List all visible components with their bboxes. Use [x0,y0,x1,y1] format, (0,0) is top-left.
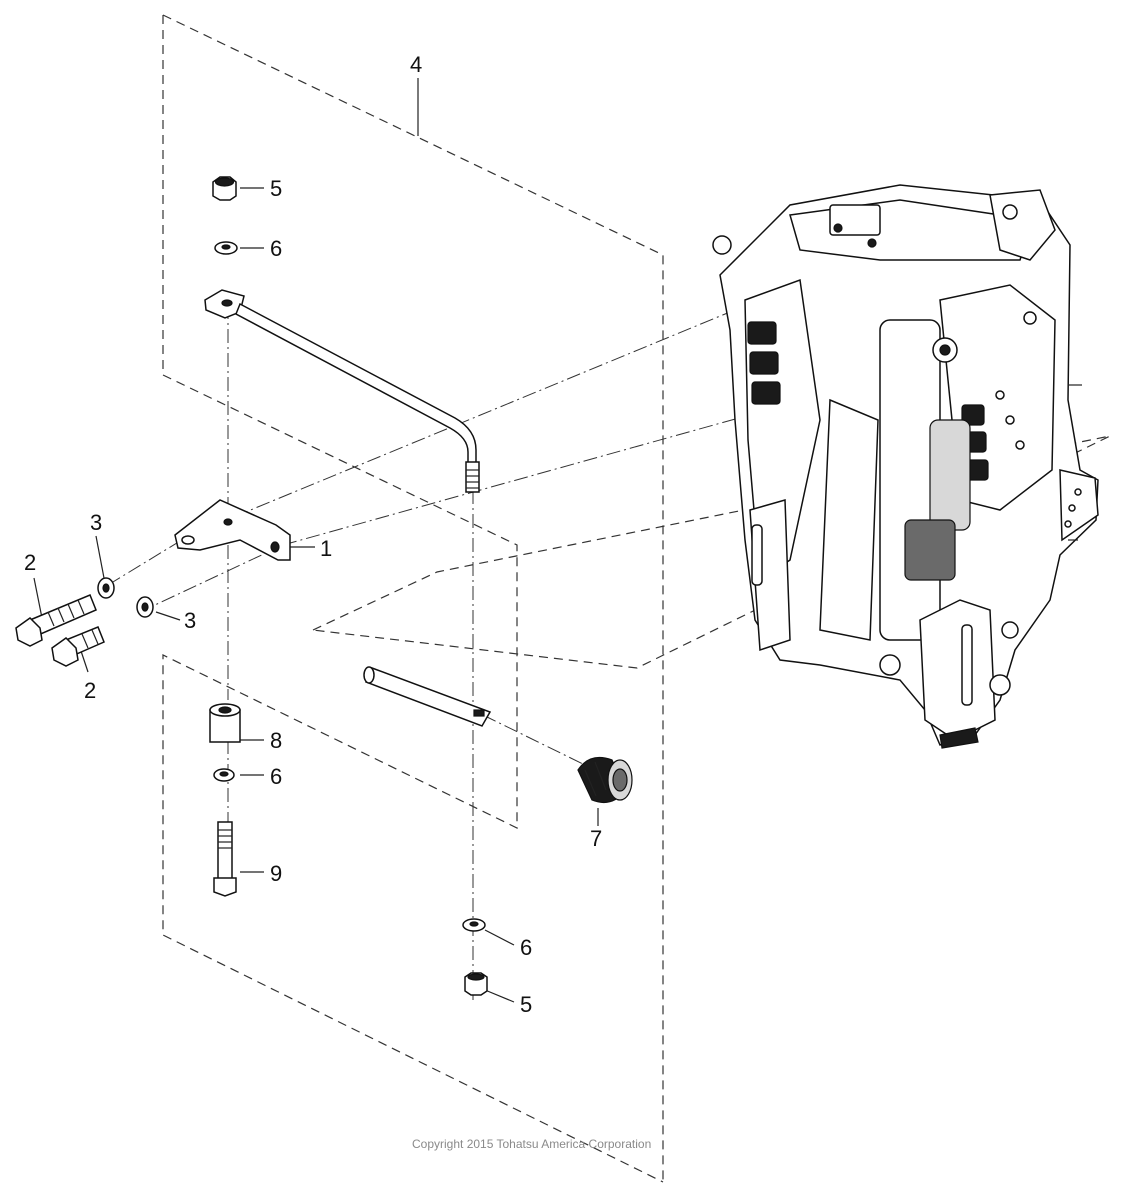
callout-5-top: 5 [270,176,282,201]
washer-part-6-top [214,241,238,255]
callout-6-middle: 6 [270,764,282,789]
washer-part-6-bottom [462,918,486,932]
callout-labels: 4 5 6 1 3 2 3 2 8 6 7 9 6 5 [24,52,602,1017]
nut-part-5-top [212,176,237,201]
callout-6-top: 6 [270,236,282,261]
callout-8: 8 [270,728,282,753]
callout-6-bottom: 6 [520,935,532,960]
leader-lines [33,78,599,1003]
callout-3-upper: 3 [90,510,102,535]
assembly-boundary-lines [162,14,1111,1183]
bolt-part-2-upper [15,594,97,647]
washer-part-3-upper [97,577,115,599]
callout-1: 1 [320,536,332,561]
callout-3-lower: 3 [184,608,196,633]
callout-7: 7 [590,826,602,851]
clamp-bracket-assembly [712,184,1099,749]
nut-part-5-bottom [464,972,488,996]
callout-5-bottom: 5 [520,992,532,1017]
washer-part-6-middle [213,768,235,782]
callout-9: 9 [270,861,282,886]
callout-4: 4 [410,52,422,77]
shaft-pin [363,666,492,727]
link-rod-part-4 [204,289,480,493]
washer-part-3-lower [136,596,154,618]
bolt-part-2-lower [51,626,105,667]
bracket-part-1 [174,499,291,561]
callout-2-upper: 2 [24,550,36,575]
collar-part-8 [209,703,241,743]
copyright-notice: Copyright 2015 Tohatsu America Corporati… [412,1137,651,1151]
knob-part-7 [577,757,633,803]
bolt-part-9 [213,821,237,897]
callout-2-lower: 2 [84,678,96,703]
